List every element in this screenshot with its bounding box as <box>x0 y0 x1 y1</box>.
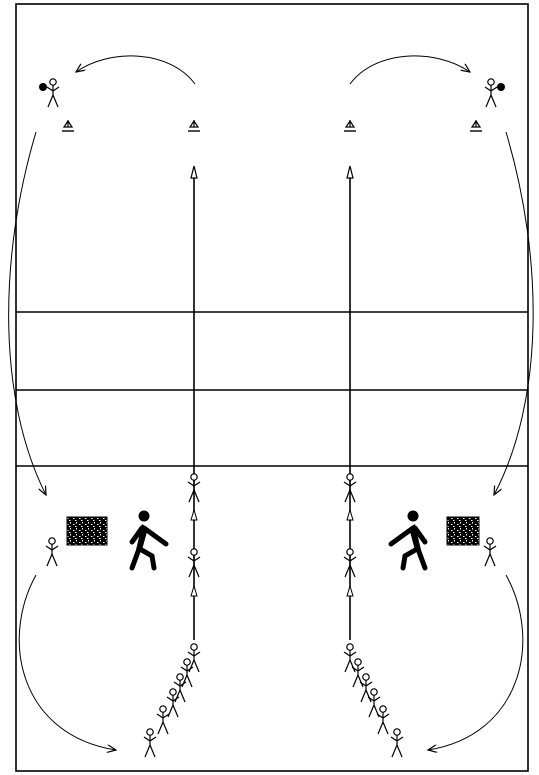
cone-icon <box>62 120 74 131</box>
coach-left-figure <box>132 511 166 569</box>
ball-icon <box>497 83 505 91</box>
coach-right-figure <box>391 511 425 569</box>
queue-player-figure <box>174 674 186 702</box>
curve-arrow-top-left <box>76 56 195 84</box>
queue-player-figure <box>391 729 403 757</box>
lane-left-arrowhead <box>191 166 197 178</box>
queue-player-figure <box>181 659 193 687</box>
lane-arrow-icon <box>347 510 353 520</box>
cone-icon <box>188 120 200 131</box>
mat-left <box>67 517 107 545</box>
tosser-left-figure <box>47 79 59 107</box>
cone-icon <box>470 120 482 131</box>
receiver-left-figure <box>46 538 58 566</box>
queue-player-figure <box>167 689 179 717</box>
curve-arrow-bottom-left <box>19 575 116 750</box>
queue-player-figure <box>157 706 169 734</box>
queue-player-figure <box>144 729 156 757</box>
lane-arrow-icon <box>191 586 197 596</box>
queue-player-figure <box>188 644 200 672</box>
side-arrow-left <box>9 132 46 495</box>
court-boundary <box>16 4 528 771</box>
lane-arrow-icon <box>347 586 353 596</box>
queue-player-figure <box>377 706 389 734</box>
tosser-right-figure <box>485 79 497 107</box>
cone-icon <box>344 120 356 131</box>
lane-right-arrowhead <box>347 166 353 178</box>
lane-arrow-icon <box>191 510 197 520</box>
mat-right <box>447 517 479 545</box>
ball-icon <box>39 83 47 91</box>
receiver-right-figure <box>484 538 496 566</box>
queue-player-figure <box>368 689 380 717</box>
curve-arrow-top-right <box>350 56 470 84</box>
curve-arrow-bottom-right <box>428 575 523 750</box>
